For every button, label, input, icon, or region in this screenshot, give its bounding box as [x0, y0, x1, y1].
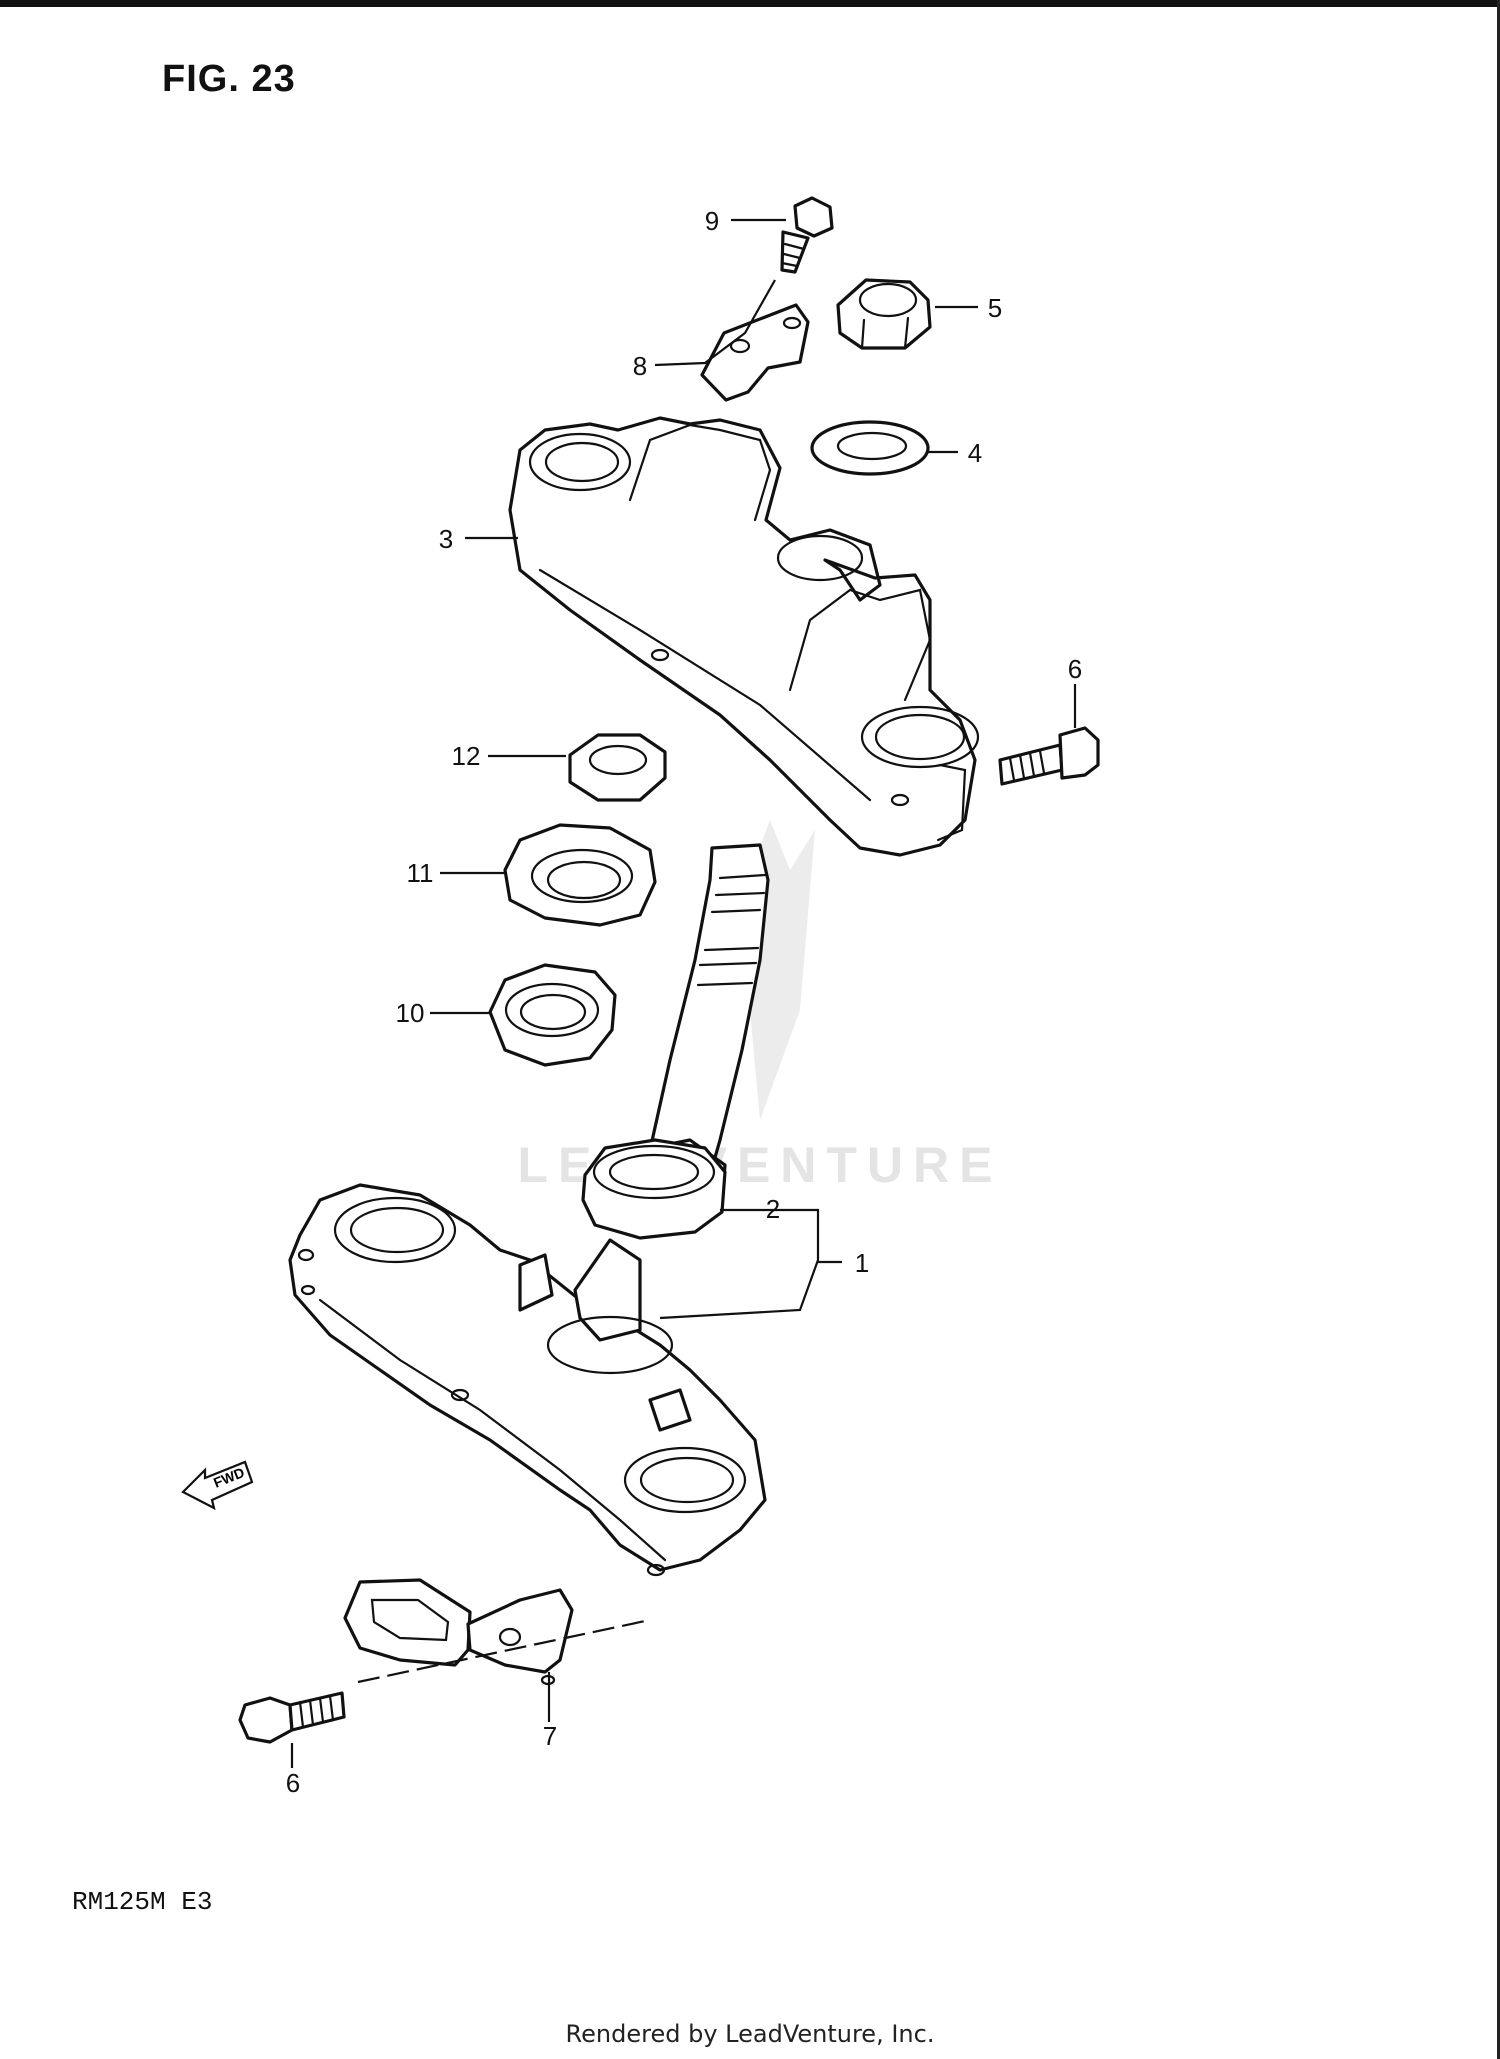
part-3-upper-bracket: [508, 416, 980, 857]
callout-7: 7: [543, 1721, 557, 1751]
render-credit: Rendered by LeadVenture, Inc.: [565, 2020, 935, 2048]
callout-12: 12: [452, 741, 481, 771]
part-11-dust-seal: [503, 823, 657, 927]
part-10-bearing: [488, 963, 617, 1067]
forward-direction-arrow: FWD: [181, 1460, 254, 1511]
callout-11: 11: [407, 858, 434, 888]
callout-1: 1: [855, 1248, 869, 1278]
callout-6-lower: 6: [286, 1768, 300, 1798]
part-2-stem-bearing: [581, 1138, 727, 1240]
callout-3: 3: [439, 524, 453, 554]
callout-6-upper: 6: [1068, 654, 1082, 684]
callout-10: 10: [396, 998, 425, 1028]
callout-8: 8: [633, 351, 647, 381]
part-9-bolt: [780, 196, 834, 274]
part-5-nut: [836, 278, 932, 350]
part-6-lower-bolt: [238, 1691, 346, 1744]
callout-labels: 9 8 5 4 3 6 12 11 10 2 1 7 6: [286, 206, 1082, 1798]
part-6-upper-bolt: [998, 726, 1100, 786]
figure-title: FIG. 23: [162, 58, 296, 100]
right-border: [1497, 0, 1500, 2059]
part-7-cable-guide: [343, 1578, 574, 1686]
callout-4: 4: [968, 438, 982, 468]
part-12-ring-nut: [568, 733, 667, 802]
part-8-clamp: [700, 303, 810, 402]
callout-2: 2: [766, 1194, 780, 1224]
leader-lines: [290, 218, 1077, 1768]
top-border: [0, 0, 1500, 7]
model-code: RM125M E3: [72, 1887, 213, 1917]
callout-5: 5: [988, 293, 1002, 323]
callout-9: 9: [705, 206, 719, 236]
part-4-washer: [810, 420, 930, 476]
